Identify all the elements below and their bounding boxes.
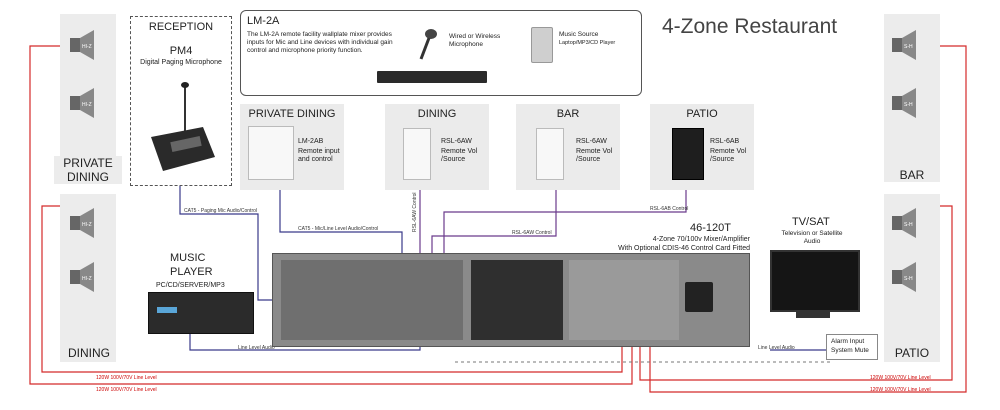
svg-text:S-H: S-H [904,44,913,50]
reception-heading: RECEPTION [148,21,214,33]
alarm-box: Alarm Input System Mute [826,334,878,360]
wallplate-icon [672,128,704,180]
reception-model: PM4 [169,45,193,57]
tv-sub-1: Television or Satellite [781,230,843,237]
svg-text:HI-Z: HI-Z [82,222,92,228]
wire-label-line-audio-right: Line Level Audio [758,345,795,351]
wallplate-bar: BAR RSL-6AW Remote Vol /Source [516,104,620,190]
music-player-heading-2: PLAYER [170,266,213,278]
wire-label-mic-line: CAT5 - Mic/Line Level Audio/Control [298,226,379,232]
ceiling-speaker: HI-Z [70,86,108,120]
music-player-sub: PC/CD/SERVER/MP3 [156,282,225,289]
ceiling-speaker: S-H [892,28,930,62]
svg-text:S-H: S-H [904,102,913,108]
microphone-icon [411,27,441,67]
plate-title: PRIVATE DINING [248,108,336,120]
amp-heatsink [471,260,563,340]
wallplate-icon [248,126,294,180]
wallplate-icon [403,128,431,180]
ceiling-speaker: S-H [892,206,930,240]
music-source-label: Music Source [559,31,599,38]
plate-desc: Remote input and control [298,148,340,163]
amplifier-unit [272,253,750,347]
plate-desc: Remote Vol /Source [441,148,478,163]
wire-label-rsl-dining: RSL-6AW Control [412,192,418,232]
speaker-line-label-left-1: 120W 100V/70V Line Level [96,375,157,381]
plate-model: RSL-6AW [576,138,607,145]
amp-power-socket [685,282,713,312]
svg-text:S-H: S-H [904,222,913,228]
receiver-unit [377,71,487,83]
ceiling-speaker: HI-Z [70,28,108,62]
amplifier-model: 46-120T [690,222,731,234]
wire-label-line-audio-left: Line Level Audio [238,345,275,351]
tv-heading: TV/SAT [792,216,830,228]
speaker-line-label-right-1: 120W 100V/70V Line Level [870,375,931,381]
plate-model: RSL-6AW [441,138,472,145]
amp-output-card [569,260,679,340]
amplifier-line2: With Optional CDIS-46 Control Card Fitte… [618,245,750,252]
ceiling-speaker: S-H [892,260,930,294]
wallplate-private-dining: PRIVATE DINING LM-2AB Remote input and c… [240,104,344,190]
zone-label-patio: PATIO [894,346,930,360]
svg-text:HI-Z: HI-Z [82,44,92,50]
zone-label-private-dining: PRIVATE DINING [54,156,122,184]
svg-text:HI-Z: HI-Z [82,276,92,282]
amplifier-line1: 4-Zone 70/100v Mixer/Amplifier [652,236,750,243]
lm2a-panel: LM-2A The LM-2A remote facility wallplat… [240,10,642,96]
alarm-line1: Alarm Input [831,338,865,345]
reception-panel: RECEPTION PM4 Digital Paging Microphone [130,16,232,186]
music-player-unit [148,292,254,334]
mic-label: Wired or Wireless Microphone [449,33,501,48]
music-player-heading-1: MUSIC [170,252,206,264]
wire-label-rsl-patio: RSL-6AB Control [650,206,689,212]
zone-label-bar: BAR [899,168,925,182]
music-player-icon [531,27,553,63]
music-source-sub: Laptop/MP3/CD Player [559,40,616,46]
wire-label-rsl-bar: RSL-6AW Control [512,230,552,236]
plate-model: LM-2AB [298,138,324,145]
alarm-line2: System Mute [831,347,869,354]
svg-text:S-H: S-H [904,276,913,282]
lm2a-description: The LM-2A remote facility wallplate mixe… [247,31,393,54]
speaker-line-label-right-2: 120W 100V/70V Line Level [870,387,931,393]
tv-icon [770,250,860,312]
wallplate-patio: PATIO RSL-6AB Remote Vol /Source [650,104,754,190]
svg-text:HI-Z: HI-Z [82,102,92,108]
reception-description: Digital Paging Microphone [140,59,222,66]
ceiling-speaker: HI-Z [70,206,108,240]
wallplate-icon [536,128,564,180]
plate-title: DINING [417,108,457,120]
music-player-display [157,307,177,313]
plate-model: RSL-6AB [710,138,740,145]
zone-label-dining: DINING [68,346,110,360]
ceiling-speaker: HI-Z [70,260,108,294]
tv-stand [796,310,830,318]
tv-sub-2: Audio [803,238,821,245]
page-title: 4-Zone Restaurant [662,15,838,38]
plate-title: PATIO [686,108,718,120]
wire-label-paging: CAT5 - Paging Mic Audio/Control [184,208,257,214]
wallplate-dining: DINING RSL-6AW Remote Vol /Source [385,104,489,190]
paging-microphone-icon [145,79,217,175]
plate-desc: Remote Vol /Source [710,148,747,163]
ceiling-speaker: S-H [892,86,930,120]
amp-rear-panel-left [281,260,463,340]
plate-desc: Remote Vol /Source [576,148,613,163]
speaker-line-label-left-2: 120W 100V/70V Line Level [96,387,157,393]
lm2a-heading: LM-2A [247,15,280,27]
plate-title: BAR [556,108,580,120]
